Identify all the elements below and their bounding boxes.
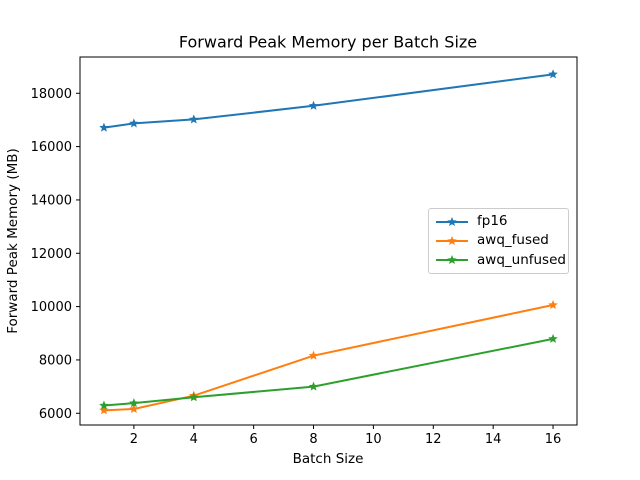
y-tick-label: 12000 — [31, 247, 72, 262]
legend-entry-awq_fused: awq_fused — [435, 231, 562, 250]
axes-frame — [79, 56, 578, 426]
data-point-fp16 — [548, 69, 558, 79]
y-tick-label: 14000 — [31, 193, 72, 208]
y-tick-label: 8000 — [39, 353, 72, 368]
legend-entry-awq_unfused: awq_unfused — [435, 251, 566, 270]
data-point-awq_unfused — [99, 400, 109, 410]
data-point-awq_unfused — [548, 333, 558, 343]
legend-marker-awq_fused — [436, 235, 468, 246]
data-point-awq_unfused — [129, 398, 139, 408]
legend-label-fp16: fp16 — [477, 212, 508, 229]
data-point-awq_fused — [548, 300, 558, 310]
data-point-fp16 — [189, 114, 199, 124]
data-point-fp16 — [129, 118, 139, 128]
x-tick-label: 2 — [130, 432, 138, 447]
data-point-awq_unfused — [189, 392, 199, 402]
data-point-awq_fused — [99, 405, 109, 415]
data-point-awq_unfused — [308, 381, 319, 391]
x-axis-label: Batch Size — [292, 451, 364, 467]
y-tick-label: 10000 — [31, 300, 72, 315]
x-tick-label: 14 — [485, 432, 502, 447]
x-tick-label: 10 — [365, 432, 382, 447]
data-point-awq_fused — [129, 404, 139, 414]
x-tick-label: 6 — [250, 432, 258, 447]
legend-entry-fp16: fp16 — [435, 212, 562, 231]
chart-title: Forward Peak Memory per Batch Size — [178, 32, 478, 52]
y-tick-label: 6000 — [39, 407, 72, 422]
series-line-awq_fused — [102, 304, 555, 412]
data-point-awq_fused — [308, 350, 319, 360]
data-point-fp16 — [308, 100, 319, 110]
series-line-awq_unfused — [102, 337, 555, 407]
x-tick-label: 4 — [190, 432, 198, 447]
legend-marker-fp16 — [436, 216, 468, 226]
legend-label-awq_unfused: awq_unfused — [477, 251, 566, 268]
y-tick-label: 18000 — [31, 87, 72, 102]
x-tick-label: 8 — [309, 432, 317, 447]
legend-label-awq_fused: awq_fused — [477, 232, 549, 249]
y-axis-label: Forward Peak Memory (MB) — [5, 148, 21, 334]
x-tick-label: 16 — [545, 432, 562, 447]
legend: fp16 awq_fused awq_unfused — [428, 208, 569, 274]
series-line-fp16 — [102, 73, 555, 129]
x-tick-label: 12 — [425, 432, 442, 447]
data-point-fp16 — [99, 122, 109, 132]
legend-marker-awq_unfused — [436, 255, 468, 265]
y-tick-label: 16000 — [31, 140, 72, 155]
